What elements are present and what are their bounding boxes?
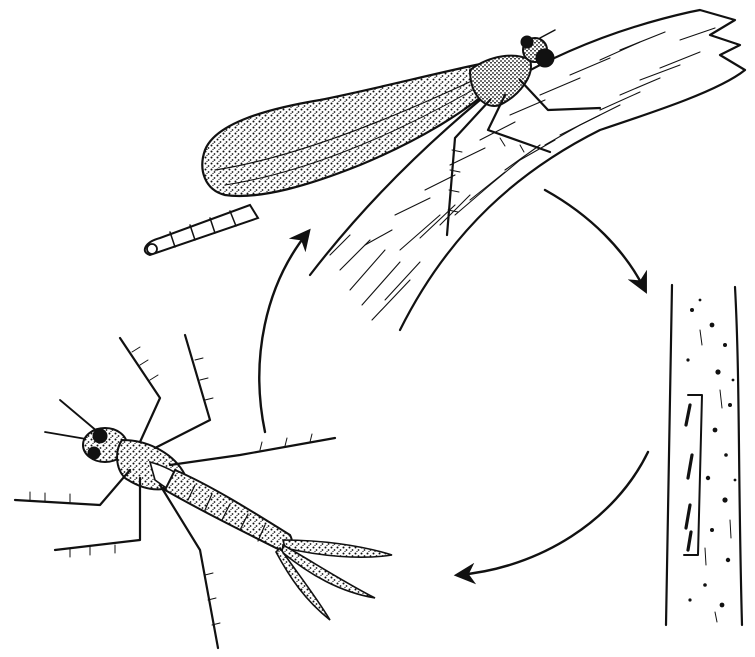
adult-abdomen bbox=[145, 205, 258, 255]
nymph-abdomen bbox=[165, 470, 292, 550]
adult-wing bbox=[202, 62, 505, 196]
adult-damselfly bbox=[145, 30, 600, 255]
egg-cluster bbox=[686, 405, 692, 550]
arrow-adult-to-eggs bbox=[545, 190, 645, 290]
caudal-gills bbox=[276, 540, 392, 620]
stem-with-eggs bbox=[666, 285, 742, 625]
adult-eye bbox=[536, 49, 554, 67]
arrow-eggs-to-nymph bbox=[458, 452, 648, 575]
damselfly-nymph bbox=[15, 335, 392, 648]
arrow-nymph-to-adult bbox=[259, 232, 308, 432]
